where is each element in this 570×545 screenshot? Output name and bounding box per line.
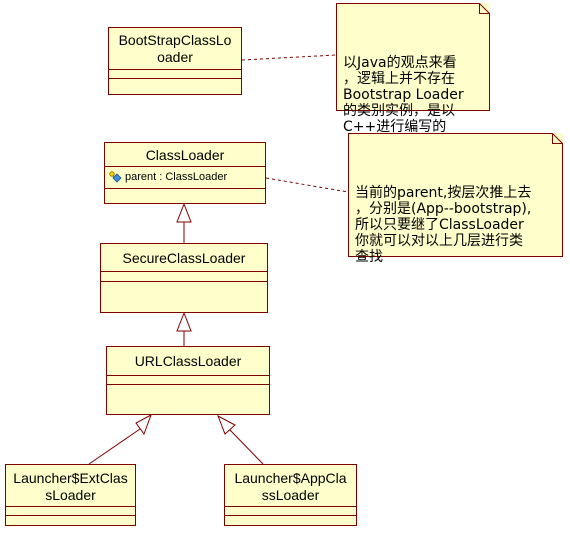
- bootstrap-note-frame: [336, 3, 490, 111]
- classloader-class-box[interactable]: ClassLoader parent : ClassLoader: [104, 142, 266, 204]
- app-to-url-arrowhead: [217, 414, 236, 435]
- secure-class-name: SecureClassLoader: [101, 244, 267, 272]
- url-attributes-compartment: [107, 376, 269, 385]
- bootstrap-note-anchor: [241, 54, 337, 61]
- parent-note-anchor: [265, 177, 349, 193]
- ext-class-name: Launcher$ExtClas sLoader: [6, 465, 135, 507]
- bootstrap-note-text: 以Java的观点来看 ，逻辑上并不存在 Bootstrap Loader 的类别…: [343, 55, 464, 135]
- app-to-url-line: [229, 429, 264, 465]
- app-class-box[interactable]: Launcher$AppCla ssLoader: [224, 464, 357, 526]
- parent-note[interactable]: 当前的parent,按层次推上去 ，分别是(App--bootstrap), 所…: [348, 133, 563, 265]
- parent-note-frame: [348, 133, 563, 257]
- ext-to-url-line: [88, 428, 141, 465]
- classloader-class-name: ClassLoader: [105, 143, 265, 167]
- ext-class-box[interactable]: Launcher$ExtClas sLoader: [5, 464, 136, 526]
- url-to-secure-arrowhead: [176, 311, 192, 332]
- bootstrap-attributes-compartment: [109, 70, 241, 79]
- ext-attributes-compartment: [6, 507, 135, 516]
- bootstrap-note[interactable]: 以Java的观点来看 ，逻辑上并不存在 Bootstrap Loader 的类别…: [336, 3, 490, 135]
- secure-class-box[interactable]: SecureClassLoader: [100, 243, 268, 313]
- app-attributes-compartment: [225, 507, 356, 516]
- bootstrap-class-box[interactable]: BootStrapClassLo oader: [108, 27, 242, 95]
- app-class-name: Launcher$AppCla ssLoader: [225, 465, 356, 507]
- secure-attributes-compartment: [101, 272, 267, 282]
- secure-to-classloader-arrowhead: [176, 202, 192, 223]
- url-class-box[interactable]: URLClassLoader: [106, 346, 270, 415]
- url-class-name: URLClassLoader: [107, 347, 269, 376]
- bootstrap-class-name: BootStrapClassLo oader: [109, 28, 241, 70]
- key-diamond-attribute-icon: [109, 171, 122, 183]
- ext-to-url-arrowhead: [135, 413, 152, 436]
- classloader-attributes-compartment: parent : ClassLoader: [105, 167, 265, 189]
- parent-note-text: 当前的parent,按层次推上去 ，分别是(App--bootstrap), 所…: [355, 185, 532, 265]
- classloader-attribute-text: parent : ClassLoader: [125, 171, 228, 183]
- classloader-attribute-row: parent : ClassLoader: [108, 170, 265, 184]
